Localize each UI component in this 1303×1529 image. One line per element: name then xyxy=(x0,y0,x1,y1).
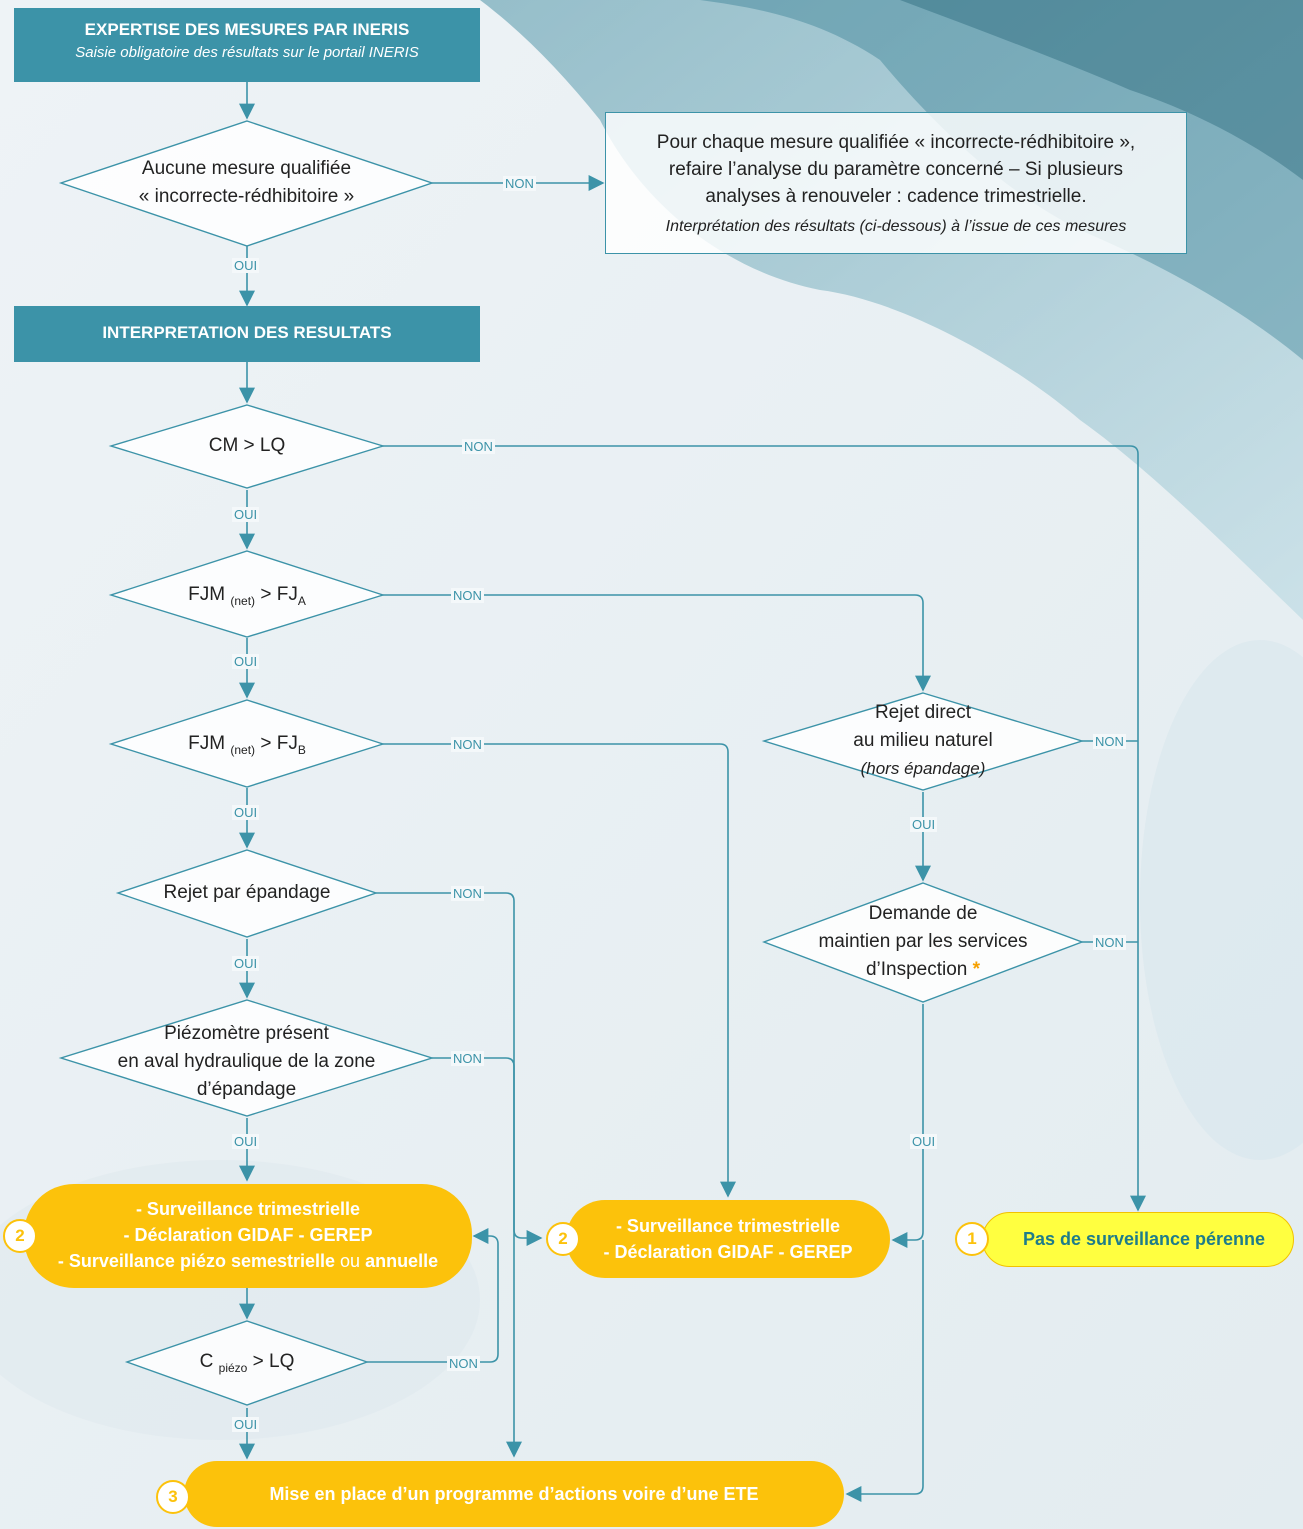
result-right-text: Pas de surveillance pérenne xyxy=(1022,1229,1266,1249)
label-non-inspection: NON xyxy=(1093,935,1126,950)
label-non-piezo: NON xyxy=(451,1051,484,1066)
result-middle-line1: - Surveillance trimestrielle xyxy=(615,1216,841,1236)
result-left-line3a: - Surveillance piézo semestrielle xyxy=(57,1251,336,1271)
arrow-fjb-non xyxy=(383,743,736,1198)
arrow-cm-non xyxy=(383,445,1146,1212)
decision-piezo-line3: d’épandage xyxy=(196,1079,297,1100)
diamond-cpiezo xyxy=(124,1320,370,1406)
inspection-star: * xyxy=(972,959,981,980)
result-left-number: 2 xyxy=(3,1219,37,1253)
label-oui-piezo: OUI xyxy=(232,1134,260,1149)
result-left-line1: - Surveillance trimestrielle xyxy=(135,1199,361,1219)
diamond-epandage xyxy=(115,849,379,938)
label-oui-inspection: OUI xyxy=(910,1134,938,1149)
header-expertise-title: EXPERTISE DES MESURES PAR INERIS xyxy=(84,20,410,39)
note-box: Pour chaque mesure qualifiée « incorrect… xyxy=(605,112,1187,254)
fja-mid: > FJ xyxy=(255,584,298,605)
label-oui-fja: OUI xyxy=(232,654,260,669)
header-interpretation: INTERPRETATION DES RESULTATS xyxy=(14,306,480,362)
decision-incorrect-text: Aucune mesure qualifiée « incorrecte-réd… xyxy=(61,155,432,211)
result-middle-number: 2 xyxy=(546,1222,580,1256)
decision-incorrect-line1: Aucune mesure qualifiée xyxy=(141,158,352,179)
label-oui-cpiezo: OUI xyxy=(232,1417,260,1432)
fjb-mid: > FJ xyxy=(255,733,298,754)
diamond-fjb xyxy=(108,699,386,788)
label-oui-incorrect: OUI xyxy=(232,258,260,273)
label-non-fjb: NON xyxy=(451,737,484,752)
decision-rejet-direct-text: Rejet direct au milieu naturel (hors épa… xyxy=(764,699,1082,783)
label-non-incorrect: NON xyxy=(503,176,536,191)
note-line1: Pour chaque mesure qualifiée « incorrect… xyxy=(656,132,1136,153)
inspection-line3: d’Inspection xyxy=(865,959,968,980)
cpiezo-main: C xyxy=(199,1351,219,1372)
label-oui-epandage: OUI xyxy=(232,956,260,971)
result-middle: - Surveillance trimestrielle - Déclarati… xyxy=(566,1200,890,1278)
decision-epandage-text: Rejet par épandage xyxy=(163,882,331,903)
result-right: Pas de surveillance pérenne xyxy=(982,1212,1294,1267)
label-non-cpiezo: NON xyxy=(447,1356,480,1371)
note-line4: Interprétation des résultats (ci-dessous… xyxy=(665,218,1127,235)
rejet-line3: (hors épandage) xyxy=(860,759,986,778)
inspection-line2: maintien par les services xyxy=(818,931,1028,952)
rejet-line1: Rejet direct xyxy=(874,702,972,723)
label-non-rejet: NON xyxy=(1093,734,1126,749)
label-non-epandage: NON xyxy=(451,886,484,901)
diamond-cm xyxy=(108,404,386,489)
cpiezo-sub: piézo xyxy=(218,1360,248,1375)
result-left-line3b: ou xyxy=(335,1251,366,1271)
result-bottom-text: Mise en place d’un programme d’actions v… xyxy=(269,1484,759,1504)
rejet-line2: au milieu naturel xyxy=(853,730,993,751)
header-interpretation-title: INTERPRETATION DES RESULTATS xyxy=(102,323,392,342)
decision-piezo-line1: Piézomètre présent xyxy=(164,1023,329,1044)
diamond-rejet-direct xyxy=(761,692,1085,791)
result-left-line3c: annuelle xyxy=(365,1251,439,1271)
decision-cpiezo-text: C piézo > LQ xyxy=(127,1348,367,1382)
fja-sub2: A xyxy=(297,593,306,608)
decision-incorrect-line2: « incorrecte-rédhibitoire » xyxy=(138,186,355,207)
arrow-cpiezo-non xyxy=(367,1228,499,1363)
label-non-fja: NON xyxy=(451,588,484,603)
diamond-piezo xyxy=(58,999,435,1117)
arrow-inspection-oui-middle xyxy=(891,1004,924,1248)
decision-piezo-text: Piézomètre présent en aval hydraulique d… xyxy=(61,1020,432,1104)
result-right-number: 1 xyxy=(955,1222,989,1256)
result-middle-line2: - Déclaration GIDAF - GEREP xyxy=(603,1242,853,1262)
result-bottom-number: 3 xyxy=(156,1480,190,1514)
inspection-line3-row: d’Inspection * xyxy=(764,956,1082,984)
inspection-line1: Demande de xyxy=(868,903,978,924)
arrow-fja-non xyxy=(383,594,931,692)
label-non-cm: NON xyxy=(462,439,495,454)
note-line2: refaire l’analyse du paramètre concerné … xyxy=(668,159,1124,180)
result-left: - Surveillance trimestrielle - Déclarati… xyxy=(24,1184,472,1288)
decision-inspection-text: Demande de maintien par les services d’I… xyxy=(764,900,1082,984)
diamond-incorrect xyxy=(58,120,435,247)
fja-sub: (net) xyxy=(230,593,256,608)
diamond-fja xyxy=(108,550,386,638)
decision-piezo-line2: en aval hydraulique de la zone xyxy=(117,1051,376,1072)
decision-fja-text: FJM (net) > FJA xyxy=(111,581,383,615)
fjb-main: FJM xyxy=(188,733,231,754)
arrow-inspection-oui-bottom xyxy=(845,1240,924,1502)
header-expertise-subtitle: Saisie obligatoire des résultats sur le … xyxy=(75,44,419,61)
fjb-sub2: B xyxy=(297,742,306,757)
fjb-sub: (net) xyxy=(230,742,256,757)
result-bottom: Mise en place d’un programme d’actions v… xyxy=(184,1461,844,1527)
label-oui-rejet: OUI xyxy=(910,817,938,832)
header-expertise: EXPERTISE DES MESURES PAR INERIS Saisie … xyxy=(14,8,480,82)
note-line3: analyses à renouveler : cadence trimestr… xyxy=(705,186,1087,207)
arrow-piezo-non xyxy=(432,1057,522,1458)
label-oui-fjb: OUI xyxy=(232,805,260,820)
result-left-line3: - Surveillance piézo semestrielle ou ann… xyxy=(24,1248,472,1274)
decision-fjb-text: FJM (net) > FJB xyxy=(111,730,383,764)
fja-main: FJM xyxy=(188,584,231,605)
diamond-inspection xyxy=(762,882,1084,1003)
cpiezo-mid: > LQ xyxy=(247,1351,295,1372)
decision-cm-text: CM > LQ xyxy=(208,435,286,456)
label-oui-cm: OUI xyxy=(232,507,260,522)
result-left-line2: - Déclaration GIDAF - GEREP xyxy=(123,1225,373,1245)
